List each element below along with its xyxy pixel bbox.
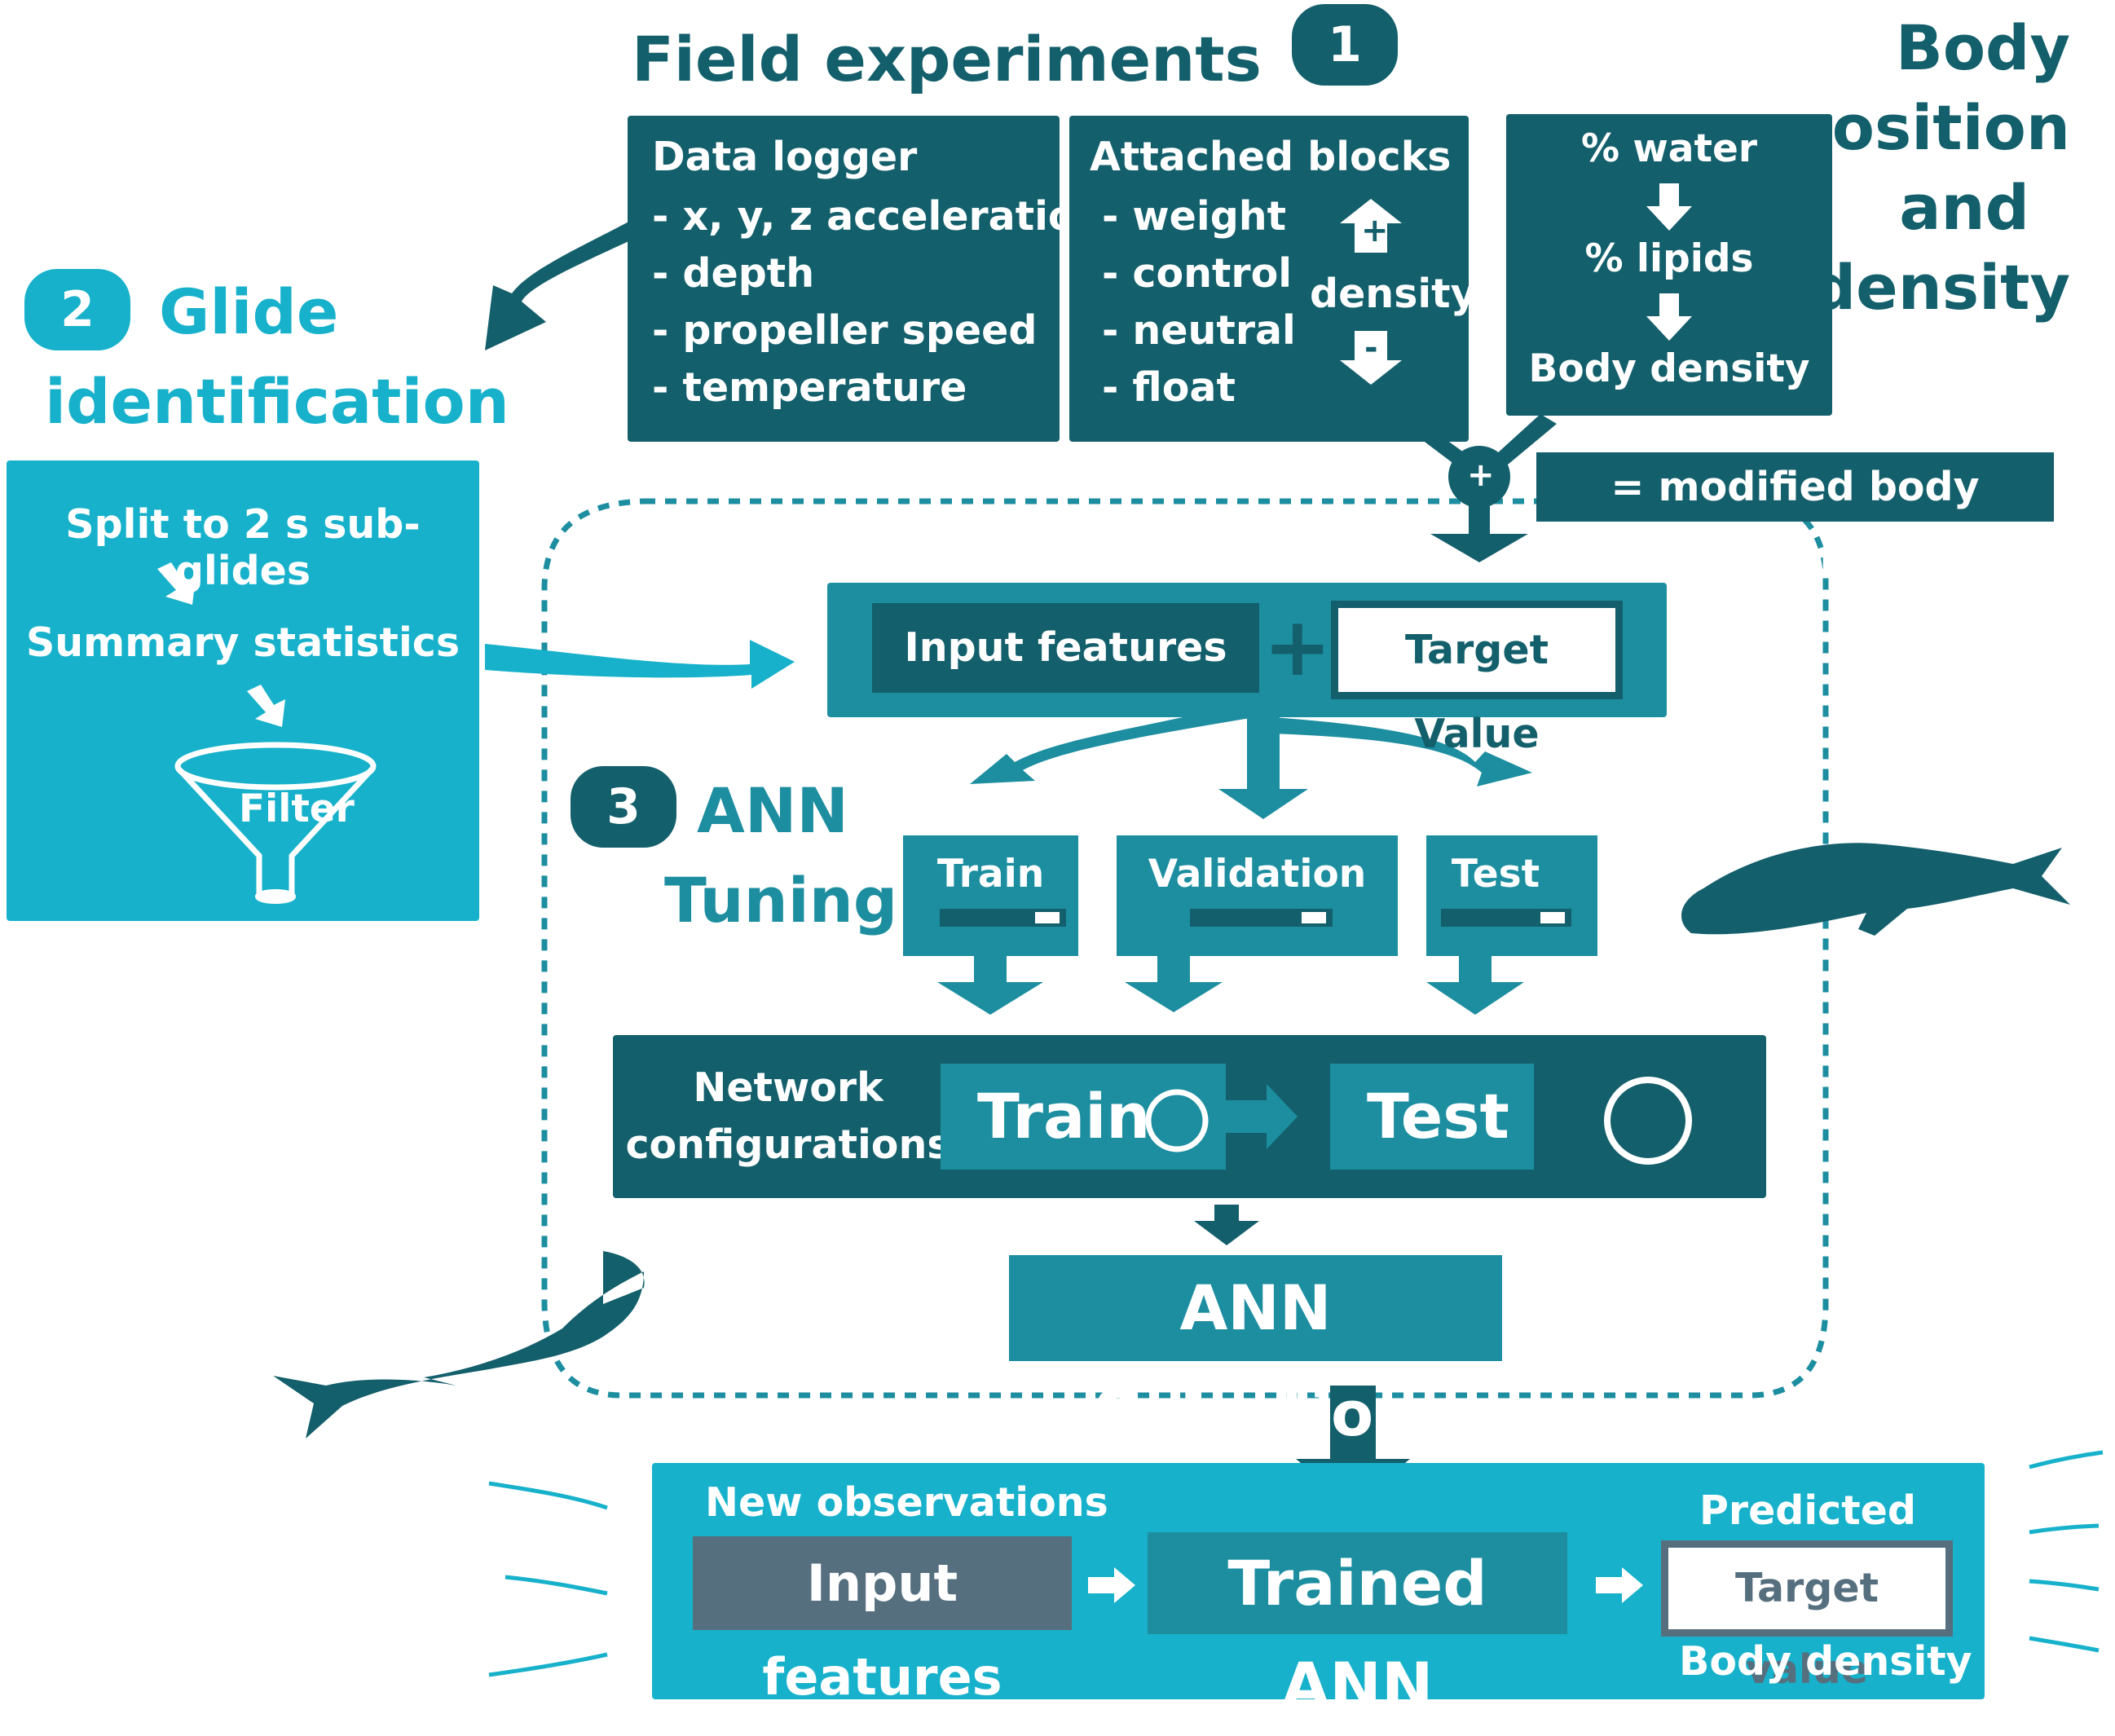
filter-funnel-icon	[174, 742, 377, 908]
body-title-line-2: and	[1899, 171, 2029, 244]
input-target-panel: Input features + Target Value	[827, 583, 1667, 757]
train-loop-box: Train	[941, 1064, 1226, 1170]
density-up-arrow-icon: +	[1338, 197, 1403, 254]
combine-circle	[1448, 446, 1510, 508]
split-box-validation: Validation	[1117, 835, 1398, 956]
split-bar	[1441, 909, 1571, 927]
filter-label: Filter	[239, 786, 355, 831]
arrow-glide-to-input	[485, 640, 795, 689]
composition-down-arrow-icon	[1645, 293, 1694, 346]
predicted-label: Predicted	[1699, 1487, 1916, 1534]
predicted-target-value-box: Target value	[1661, 1540, 1953, 1693]
density-minus-sign: -	[1364, 329, 1378, 367]
glide-step: Split to 2 s sub-glides	[65, 501, 421, 594]
glide-identification-panel: Split to 2 s sub-glides Summary statisti…	[7, 460, 479, 921]
step-arrow-icon	[153, 562, 202, 610]
split-bar	[940, 909, 1066, 927]
attached-blocks-title: Attached blocks	[1090, 134, 1452, 180]
network-label: Network configurations	[613, 1060, 963, 1174]
block-item: - weight	[1102, 193, 1287, 240]
split-arrow-middle	[1218, 789, 1308, 819]
composition-item: % lipids	[1584, 236, 1754, 281]
block-item: - neutral	[1102, 307, 1296, 354]
ann-title-line-1: ANN	[697, 774, 849, 847]
data-logger-panel: Data logger - x, y, z acceleration - dep…	[628, 116, 1104, 442]
split-box-test: Test	[1426, 835, 1597, 956]
data-logger-title: Data logger	[652, 134, 918, 180]
new-observations-label: New observations	[705, 1479, 1108, 1526]
data-logger-item: - depth	[652, 250, 815, 297]
config-cycle-icon	[1599, 1072, 1697, 1173]
input-features-box: Input features	[872, 603, 1259, 693]
glide-title-line-2: identification	[45, 365, 509, 438]
attached-blocks-panel: Attached blocks - weight - control - neu…	[1069, 116, 1477, 442]
split-bar-marker	[1540, 912, 1565, 923]
block-item: - control	[1102, 250, 1293, 297]
motion-marks	[488, 1450, 2104, 1677]
input-to-ann-arrow-icon	[1088, 1567, 1137, 1607]
data-logger-item: - propeller speed	[652, 307, 1038, 354]
block-item: - float	[1102, 364, 1236, 411]
step-1-badge: 1	[1292, 4, 1398, 86]
ann-title-line-2: Tuning	[664, 864, 898, 936]
split-down-arrows	[937, 950, 1524, 1015]
split-bar-marker	[1035, 912, 1060, 923]
combine-plus-sign: +	[1467, 456, 1495, 494]
glide-title-line-1: Glide	[159, 275, 339, 348]
to-selection-head	[1194, 1221, 1259, 1245]
composition-item: % water	[1580, 126, 1758, 171]
ann-to-target-arrow-icon	[1596, 1567, 1645, 1607]
prediction-input-features: Input features	[693, 1536, 1072, 1707]
trained-ann-box: Trained ANN	[1148, 1532, 1567, 1721]
split-bar-marker	[1302, 912, 1326, 923]
composition-down-arrow-icon	[1645, 183, 1694, 236]
test-loop-box: Test	[1330, 1064, 1534, 1170]
density-label: density	[1310, 271, 1477, 317]
connector-right	[1496, 414, 1557, 465]
step-2-badge: 2	[24, 269, 130, 350]
arrow-to-glide	[485, 220, 636, 350]
arrow-to-input	[1430, 534, 1528, 562]
split-label: Validation	[1148, 852, 1367, 897]
test-label: Test	[1367, 1080, 1509, 1152]
train-label: Train	[977, 1080, 1151, 1152]
data-logger-item: - temperature	[652, 364, 967, 411]
split-label: Train	[936, 852, 1045, 897]
step-3-badge: 3	[571, 766, 676, 848]
modified-density-label: = modified body density	[1536, 452, 2054, 579]
train-to-test-arrow-icon	[1226, 1080, 1299, 1157]
split-arrow-right	[1271, 717, 1532, 786]
split-box-train: Train	[903, 835, 1078, 956]
body-title-line-3: density	[1811, 251, 2070, 324]
ann-tuning-frame	[541, 498, 1829, 1399]
network-configurations-panel: Network configurations Train Test	[613, 1035, 1766, 1198]
body-density-label: Body density	[1679, 1638, 1972, 1685]
train-cycle-icon	[1140, 1084, 1214, 1161]
field-experiments-title: Field experiments	[632, 23, 1262, 95]
split-bar	[1190, 909, 1333, 927]
network-label-line-1: Network	[693, 1064, 883, 1111]
glide-step: Summary statistics	[26, 619, 460, 666]
split-arrow-left	[970, 701, 1255, 784]
ann-selection-box: ANN Selection	[1009, 1255, 1502, 1450]
composition-item: Body density	[1528, 346, 1810, 391]
body-composition-panel: % water % lipids Body density	[1506, 114, 1832, 416]
network-label-line-2: configurations	[625, 1121, 951, 1168]
seal-right	[1681, 843, 2070, 936]
prediction-panel: New observations Input features Trained …	[652, 1463, 1985, 1721]
data-logger-item: - x, y, z acceleration	[652, 193, 1104, 240]
plus-sign: +	[1263, 599, 1332, 694]
step-arrow-icon	[243, 685, 292, 733]
target-value-box: Target Value	[1331, 601, 1623, 757]
density-plus-sign: +	[1361, 212, 1389, 249]
split-label: Test	[1451, 852, 1540, 897]
seal-left	[273, 1251, 645, 1439]
to-selection-stem	[1214, 1205, 1239, 1223]
to-bottom-stem	[1330, 1386, 1376, 1463]
density-down-arrow-icon: -	[1338, 329, 1403, 386]
